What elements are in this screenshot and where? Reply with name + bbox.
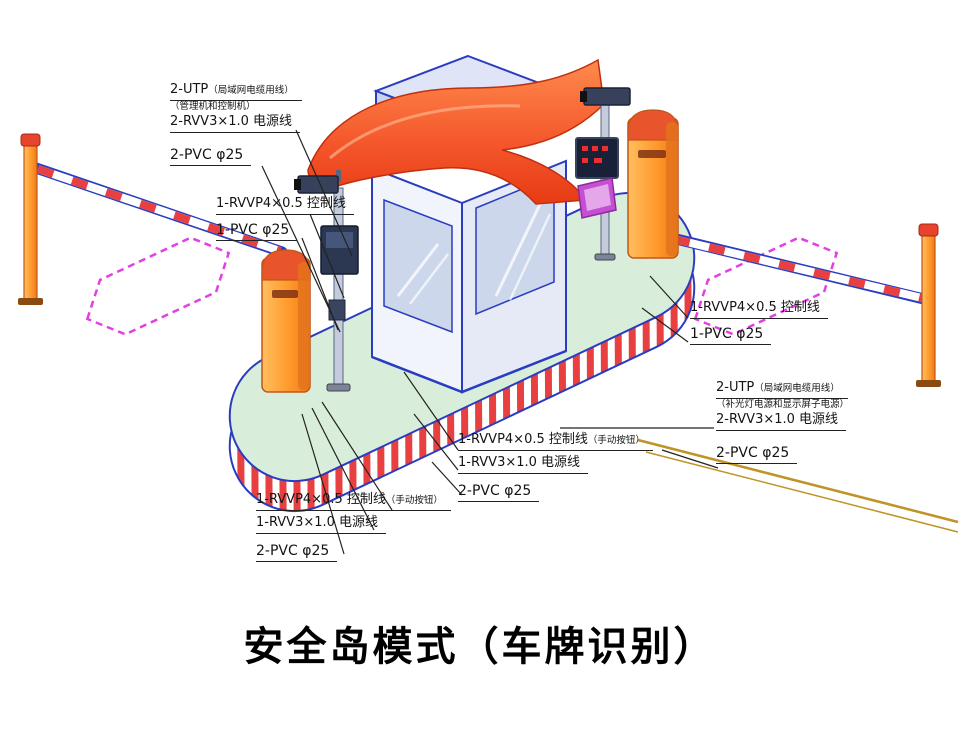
camera-pole-left [294,170,359,392]
callout-right: 1-RVVP4×0.5 控制线 1-PVC φ25 [690,300,828,346]
camera-pole-right [575,87,631,261]
cable-label: 1-RVV3×1.0 电源线 [458,455,589,474]
callout-left: 1-RVVP4×0.5 控制线 1-PVC φ25 [216,196,354,242]
barrier-gate-right [627,109,941,387]
diagram-title: 安全岛模式（车牌识别） [243,624,717,670]
cable-label: 1-RVV3×1.0 电源线 [256,515,387,534]
callout-lower-right: 2-UTP（局域网电缆用线） （补光灯电源和显示屏子电源） 2-RVV3×1.0… [716,380,857,465]
cable-duct-line [637,438,959,533]
cable-note: （手动按钮） [385,495,443,506]
cable-label: 1-PVC φ25 [690,325,772,346]
lpr-camera-right [580,87,631,106]
cable-label: 1-RVVP4×0.5 控制线 [216,196,354,215]
barrier-cabinet-right [627,109,679,259]
support-post-right [916,223,941,387]
cable-label: 2-UTP [170,82,209,97]
lpr-camera-left [294,175,339,194]
lpr-sign [577,177,617,219]
callout-center: 1-RVVP4×0.5 控制线（手动按钮） 1-RVV3×1.0 电源线 2-P… [458,432,653,502]
cable-label: 2-PVC φ25 [458,482,540,502]
cable-label: 1-RVVP4×0.5 控制线 [256,492,386,507]
guard-booth [371,159,567,394]
callout-lower-left: 1-RVVP4×0.5 控制线（手动按钮） 1-RVV3×1.0 电源线 2-P… [256,492,451,562]
ground-loop-left [85,236,231,336]
cable-label: 2-PVC φ25 [256,542,338,562]
cable-label: 2-RVV3×1.0 电源线 [716,412,847,432]
booth-left-window [383,198,453,334]
cable-note: （补光灯电源和显示屏子电源） [716,398,850,410]
cable-label: 1-RVVP4×0.5 控制线 [458,432,588,447]
led-display [575,137,619,179]
barrier-arm-left [30,162,288,258]
support-post-left [18,133,43,305]
callout-top-left: 2-UTP（局域网电缆用线） （管理机和控制机） 2-RVV3×1.0 电源线 … [170,82,302,167]
callout-line: 2-UTP（局域网电缆用线） [170,82,302,101]
cable-note: （局域网电缆用线） [208,85,294,96]
cable-note: （手动按钮） [587,435,645,446]
canopy [307,58,605,205]
cable-label: 1-PVC φ25 [216,221,298,242]
barrier-cabinet-left [261,249,311,393]
cable-label: 2-PVC φ25 [716,444,798,465]
cable-label: 1-RVVP4×0.5 控制线 [690,300,828,319]
ground-loop-right [693,236,839,336]
cable-label: 2-PVC φ25 [170,146,252,167]
cable-label: 2-UTP [716,380,755,395]
cable-label: 2-RVV3×1.0 电源线 [170,114,301,134]
callout-line: 2-UTP（局域网电缆用线） [716,380,848,399]
barrier-arm-right [666,232,934,306]
cable-note: （管理机和控制机） [170,100,256,112]
leader-lines [261,129,719,555]
barrier-gate-left [18,133,311,393]
callout-line: 1-RVVP4×0.5 控制线（手动按钮） [256,492,451,511]
junction-box [328,299,346,321]
cable-note: （局域网电缆用线） [754,383,840,394]
callout-line: 1-RVVP4×0.5 控制线（手动按钮） [458,432,653,451]
